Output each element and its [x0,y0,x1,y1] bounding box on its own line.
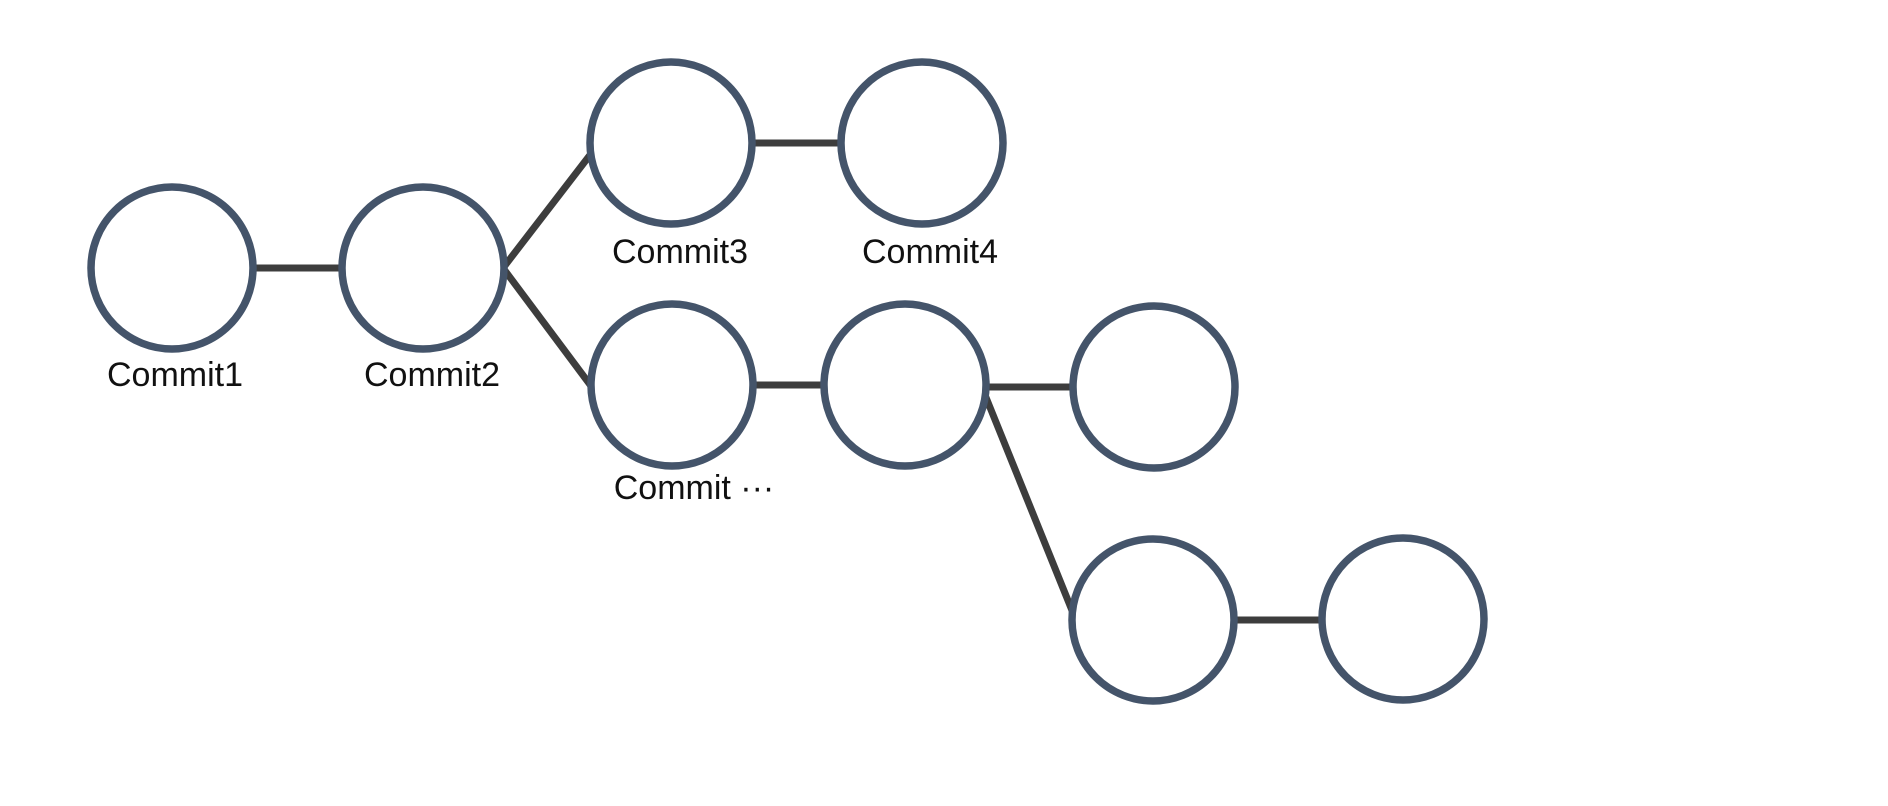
commit-label-commit-dots: Commit ··· [614,469,775,507]
commit-node-commit4 [837,58,1007,228]
commit-label-commit1: Commit1 [107,356,243,394]
node-layer [87,58,1488,705]
commit-label-commit4: Commit4 [862,233,998,271]
edge-commit2-to-commit3 [500,139,603,271]
commit-node-commit-dots [587,300,757,470]
commit-label-commit2: Commit2 [364,356,500,394]
commit-node-commit3 [586,58,756,228]
commit-label-commit3: Commit3 [612,233,748,271]
commit-node-branch3-node2 [1318,534,1488,704]
commit-node-branch3-node1 [1068,535,1238,705]
commit-node-branch2-node2 [1069,302,1239,472]
commit-node-branch2-node1 [820,300,990,470]
edge-commit2-to-commit-dots [500,265,603,401]
commit-node-commit1 [87,183,257,353]
commit-node-commit2 [338,183,508,353]
